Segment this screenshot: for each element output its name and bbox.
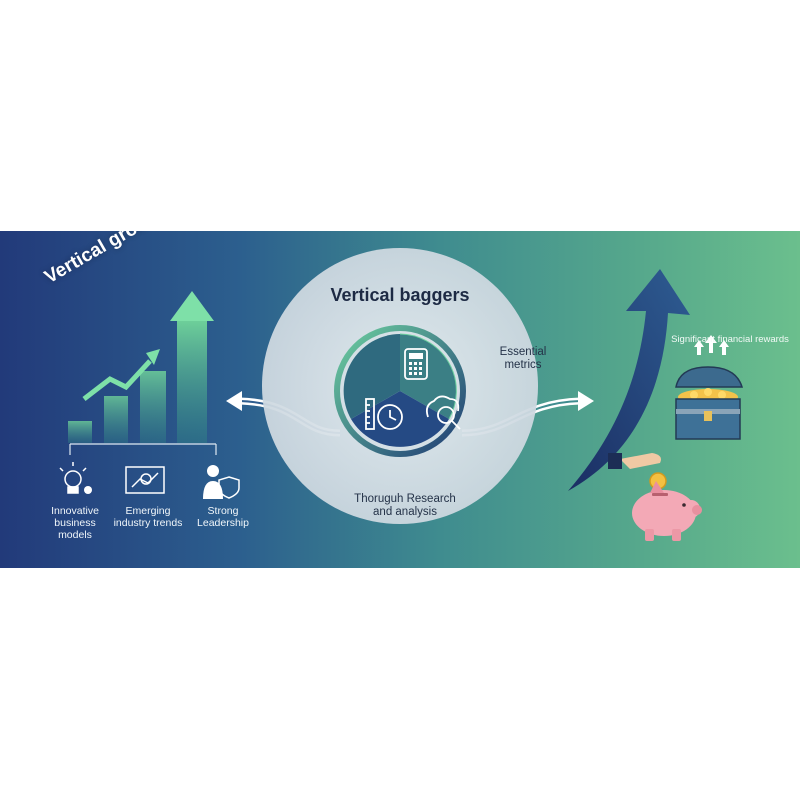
lightbulb-gear-icon [59,462,92,494]
growth-bar-chart [68,291,214,443]
essential-metrics-label: Essential metrics [499,346,547,372]
financial-rewards-label: Significant financial rewards [671,334,789,345]
ruler-clock-icon [365,398,403,430]
big-growth-arrow [568,269,690,491]
leader-shield-icon [203,465,240,499]
brain-magnifier-icon [425,395,461,430]
segmented-disc [343,333,457,447]
piggy-bank-icon [632,481,702,541]
research-analysis-label: Thoruguh Research and analysis [354,493,456,519]
treasure-chest-icon [675,335,744,440]
label-emerging-industry-trends: Emerging industry trends [113,505,183,530]
banner-graphics [59,248,744,541]
label-strong-leadership: Strong Leadership [197,505,249,530]
calculator-icon [404,348,428,380]
trend-analysis-icon [125,466,165,494]
central-ring [334,325,466,457]
infographic-banner: Vertical growth Innovative business mode… [0,231,800,568]
bracket-line [69,443,217,455]
label-innovative-business-models: Innovative business models [51,505,99,542]
vertical-baggers-title: Vertical baggers [330,285,470,305]
